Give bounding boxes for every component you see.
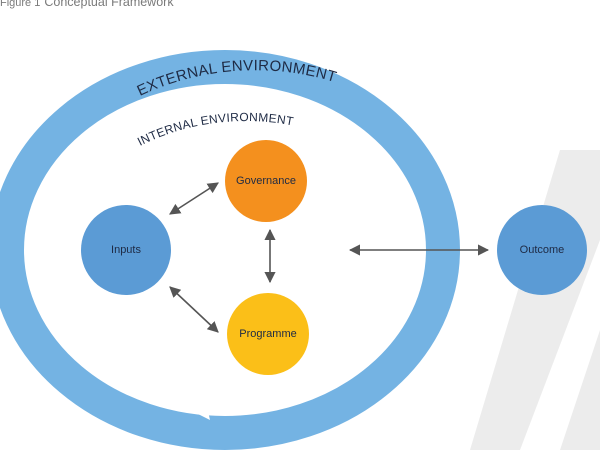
node-inputs-label: Inputs <box>111 244 141 256</box>
ring-notch-bottom <box>190 398 210 420</box>
arrow-inputs-programme <box>169 286 219 333</box>
figure-label: Figure 1 <box>0 0 41 9</box>
node-outcome-label: Outcome <box>520 244 565 256</box>
ring-notch-top <box>350 142 372 165</box>
figure-title: Conceptual Framework <box>44 0 174 9</box>
node-governance-label: Governance <box>236 175 296 187</box>
node-programme-label: Programme <box>239 328 296 340</box>
ring-notch-left <box>58 232 78 252</box>
node-governance: Governance <box>225 140 307 222</box>
node-outcome: Outcome <box>497 205 587 295</box>
background-stripe-2 <box>560 330 600 450</box>
node-inputs: Inputs <box>81 205 171 295</box>
ring-notch-right <box>352 325 372 346</box>
node-programme: Programme <box>227 293 309 375</box>
arrow-inputs-governance <box>169 182 219 215</box>
